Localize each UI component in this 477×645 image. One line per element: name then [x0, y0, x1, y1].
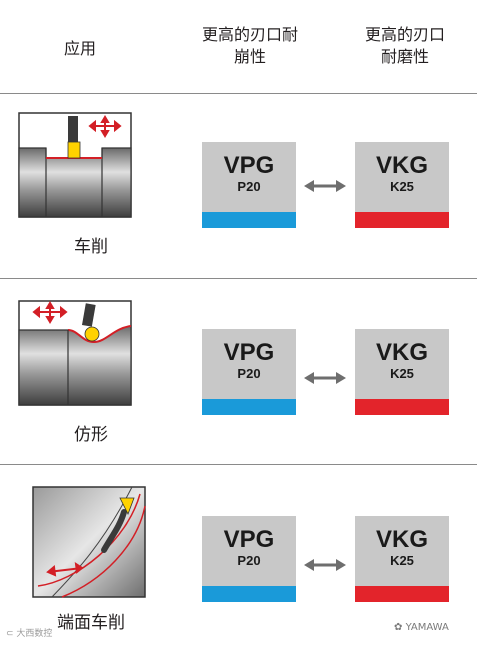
blue-color-bar [202, 212, 296, 228]
header-col3-line1: 更高的刃口 [364, 25, 445, 44]
red-color-bar [355, 212, 449, 228]
wechat-icon: ✿ [394, 622, 406, 633]
header-application-text: 应用 [63, 39, 96, 58]
grade-name: VKG [375, 526, 428, 553]
grade-code: K25 [390, 179, 414, 194]
grade-code: P20 [237, 179, 261, 194]
turning-illustration [18, 112, 132, 218]
grade-name: VPG [223, 526, 275, 553]
blue-color-bar [202, 586, 296, 602]
watermark-right-text: YAMAWA [405, 622, 449, 633]
grade-code: K25 [390, 553, 414, 568]
blue-color-bar [202, 399, 296, 415]
grade-code: K25 [390, 366, 414, 381]
header-wear-resistance: 更高的刃口 耐磨性 [340, 24, 470, 68]
grade-box-vkg-row3: VKG K25 [355, 516, 449, 602]
double-arrow-icon [304, 180, 346, 192]
grade-name: VPG [223, 152, 275, 179]
grade-code: P20 [237, 553, 261, 568]
red-color-bar [355, 586, 449, 602]
application-label-turning: 车削 [74, 237, 108, 257]
application-label-facing: 端面车削 [57, 613, 125, 633]
grade-box-vpg-row3: VPG P20 [202, 516, 296, 602]
watermark-left: ⊂ 大西数控 [6, 629, 53, 639]
profiling-illustration [18, 300, 132, 406]
grade-box-vkg-row2: VKG K25 [355, 329, 449, 415]
red-color-bar [355, 399, 449, 415]
grade-name: VKG [375, 152, 428, 179]
header-col2-line1: 更高的刃口耐 [201, 25, 298, 44]
grade-box-vpg-row2: VPG P20 [202, 329, 296, 415]
grade-box-vkg-row1: VKG K25 [355, 142, 449, 228]
grade-code: P20 [237, 366, 261, 381]
header-col2-line2: 崩性 [233, 47, 266, 66]
watermark-right: ✿ YAMAWA [394, 622, 449, 633]
header-chipping-resistance: 更高的刃口耐 崩性 [180, 24, 320, 68]
grade-name: VPG [223, 339, 275, 366]
double-arrow-icon [304, 372, 346, 384]
divider-row1 [0, 278, 477, 279]
header-col3-line2: 耐磨性 [380, 47, 429, 66]
grade-box-vpg-row1: VPG P20 [202, 142, 296, 228]
facing-illustration [32, 486, 146, 598]
header-application: 应用 [40, 38, 120, 60]
double-arrow-icon [304, 559, 346, 571]
application-label-profiling: 仿形 [74, 425, 108, 445]
grade-name: VKG [375, 339, 428, 366]
divider-row2 [0, 464, 477, 465]
divider-header [0, 93, 477, 94]
